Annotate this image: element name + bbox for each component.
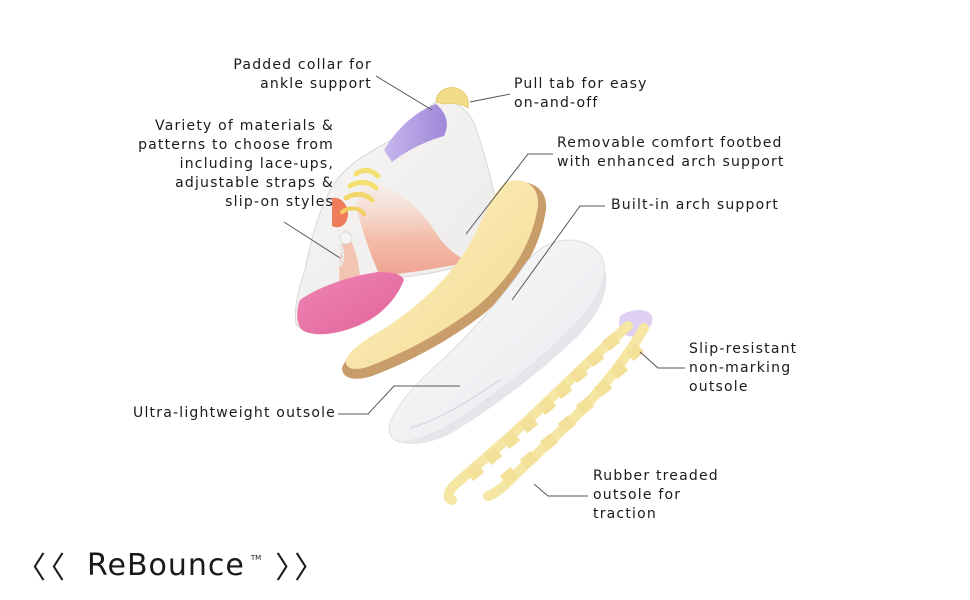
leader-variety (283, 221, 341, 259)
leader-rubber (533, 483, 588, 497)
callout-line: traction (593, 506, 657, 522)
callout-line: Rubber treaded (593, 468, 719, 484)
callout-ultra-lightweight: Ultra-lightweight outsole (70, 404, 336, 423)
laces (338, 167, 381, 267)
shoe-upper (295, 87, 503, 335)
leader-arch (511, 205, 605, 301)
gradient-swoosh (356, 180, 470, 276)
rubber-tread-outsole (443, 310, 653, 505)
callout-rubber-treaded: Rubber treaded outsole for traction (593, 467, 719, 524)
callout-line: Built-in arch support (611, 197, 780, 213)
leader-slip (639, 351, 685, 369)
callout-line: ankle support (260, 76, 372, 92)
leader-footbed (465, 153, 553, 235)
callout-line: Slip-resistant (689, 341, 798, 357)
callout-line: Padded collar for (233, 57, 372, 73)
callout-slip-resistant: Slip-resistant non-marking outsole (689, 340, 797, 397)
leader-collar (375, 75, 433, 111)
collar-lining (384, 104, 447, 162)
brand-right-chevrons: 〉〉 (275, 551, 329, 586)
orange-heel-accent (332, 197, 348, 228)
toe-swoosh (339, 230, 360, 288)
footbed-top (345, 180, 539, 369)
heel-pink-panel (297, 272, 404, 335)
callout-arch-support: Built-in arch support (611, 196, 779, 215)
tread-lugs (465, 332, 645, 486)
callout-line: including lace-ups, (179, 156, 334, 172)
callout-line: patterns to choose from (138, 137, 334, 153)
callout-variety: Variety of materials & patterns to choos… (80, 117, 334, 212)
callout-line: outsole for (593, 487, 682, 503)
callout-line: Ultra-lightweight outsole (133, 405, 336, 421)
callout-line: Removable comfort footbed (557, 135, 783, 151)
pull-tab (435, 87, 469, 109)
callout-line: adjustable straps & (175, 175, 334, 191)
brand-trademark: TM (250, 554, 262, 562)
callout-footbed: Removable comfort footbed with enhanced … (557, 134, 785, 172)
callout-line: Pull tab for easy (514, 76, 648, 92)
leader-lines (283, 75, 685, 497)
callout-line: on-and-off (514, 95, 599, 111)
leader-pull-tab (469, 93, 511, 103)
midsole (388, 239, 607, 444)
leader-ultra (338, 385, 460, 415)
brand-left-chevrons: 〈〈 (16, 551, 69, 586)
callout-padded-collar: Padded collar for ankle support (160, 56, 372, 94)
callout-line: with enhanced arch support (557, 154, 785, 170)
callout-pull-tab: Pull tab for easy on-and-off (514, 75, 648, 113)
callout-line: slip-on styles (225, 194, 334, 210)
brand-name: ReBounce (87, 547, 245, 583)
callout-line: non-marking (689, 360, 792, 376)
removable-footbed (342, 180, 547, 379)
rebounce-logo: 〈〈 ReBounce TM 〉〉 (16, 542, 328, 588)
callout-line: Variety of materials & (155, 118, 334, 134)
callout-line: outsole (689, 379, 749, 395)
midsole-body (388, 239, 606, 443)
